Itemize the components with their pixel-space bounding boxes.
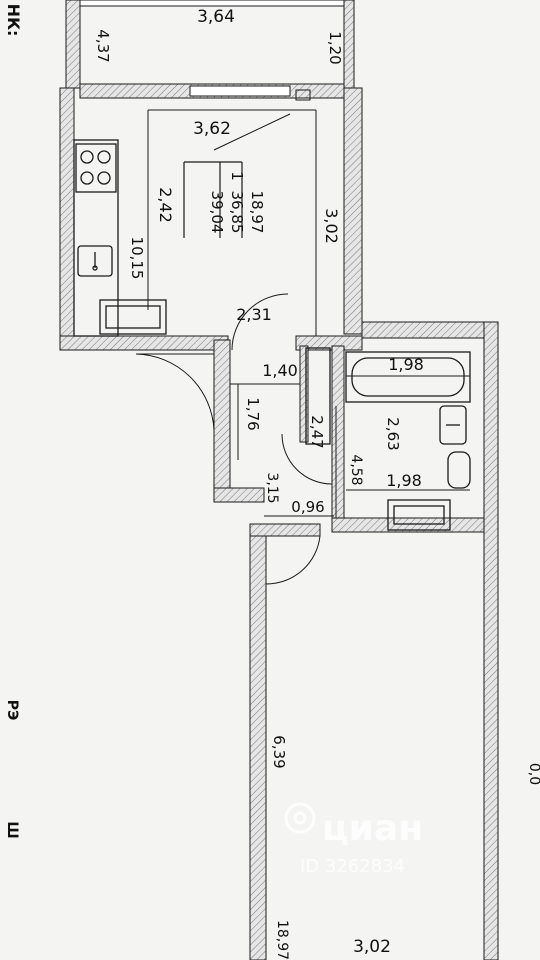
balcony-depth: 1,20	[326, 31, 344, 64]
bath-radiator-icon	[387, 499, 451, 531]
watermark-brand: циан	[322, 808, 423, 849]
hall-partition	[299, 345, 309, 443]
total-area: 36,85	[228, 191, 246, 234]
kitchen-counter	[73, 139, 119, 337]
room-wall-top	[249, 523, 321, 537]
room-area: 18,97	[274, 920, 290, 960]
walls	[59, 0, 499, 960]
balcony-wall-right	[343, 0, 355, 89]
hall-width: 1,40	[262, 361, 298, 380]
closet-box	[305, 347, 331, 445]
dimension-lines	[147, 89, 470, 518]
hall-corner: 2,31	[236, 305, 272, 324]
sink-icon	[77, 245, 113, 277]
hall-depth: 1,76	[244, 397, 262, 430]
watermark-id: ID 3262834	[300, 856, 405, 877]
kitchen-wall-left	[59, 87, 75, 351]
bath-width-bottom: 1,98	[386, 471, 422, 490]
margin-text-left-mid: РЭ	[4, 700, 20, 721]
margin-text-left-bottom: Ш	[4, 821, 20, 838]
room-door-swing	[265, 535, 321, 585]
kitchen-radiator-icon	[99, 299, 167, 335]
balcony-wall-left	[65, 0, 81, 89]
fixtures	[73, 139, 471, 531]
hall-area: 3,15	[264, 472, 280, 503]
bath-area: 4,58	[348, 454, 364, 485]
kitchen-wall-right	[343, 87, 363, 335]
kitchen-width: 3,62	[193, 119, 231, 139]
bath-wall-top	[361, 321, 499, 339]
margin-text-left: НК:	[4, 4, 23, 37]
margin-text-right: 0,0	[526, 763, 540, 785]
hall-wall-left	[213, 339, 231, 491]
room-wall-left	[249, 523, 267, 960]
closet-depth: 2,47	[308, 415, 326, 448]
bath-wall-bottom	[331, 517, 485, 533]
bath-door-swing	[281, 433, 333, 485]
kitchen-door-swing	[231, 293, 289, 351]
toilet-icon	[447, 451, 471, 489]
labels: 3,64 1,20 4,37 3,62 2,42 10,15 3,02 1 18…	[4, 4, 540, 960]
total-area-with-balcony: 39,04	[208, 191, 226, 234]
balcony-door-opening	[189, 85, 291, 97]
hall-side: 0,96	[291, 498, 324, 516]
living-area: 18,97	[248, 191, 266, 234]
watermark: циан ID 3262834	[284, 802, 423, 877]
bath-sink-icon	[439, 405, 467, 445]
balcony-area: 4,37	[94, 29, 112, 62]
balcony-rail	[79, 0, 345, 7]
right-outer-wall	[483, 321, 499, 960]
kitchen-area: 10,15	[128, 237, 146, 280]
kitchen-wall-bottom-right	[295, 335, 363, 351]
room-count: 1	[228, 171, 246, 181]
kitchen-side: 3,02	[322, 208, 341, 244]
area-summary-table	[183, 161, 243, 238]
hall-wall-step	[213, 487, 265, 503]
room-width: 3,02	[353, 937, 391, 957]
room-depth: 6,39	[270, 735, 288, 768]
kitchen-depth: 2,42	[156, 187, 175, 223]
bath-width-top: 1,98	[388, 355, 424, 374]
entry-door-swing	[135, 353, 215, 431]
bath-wall-left	[331, 345, 345, 519]
bathtub-icon	[345, 351, 471, 403]
balcony-width: 3,64	[197, 7, 235, 27]
kitchen-wall-bottom	[59, 335, 229, 351]
bath-depth: 2,63	[384, 417, 402, 450]
stove-icon	[75, 143, 117, 193]
cian-logo-icon	[284, 802, 316, 834]
doors	[135, 293, 333, 585]
